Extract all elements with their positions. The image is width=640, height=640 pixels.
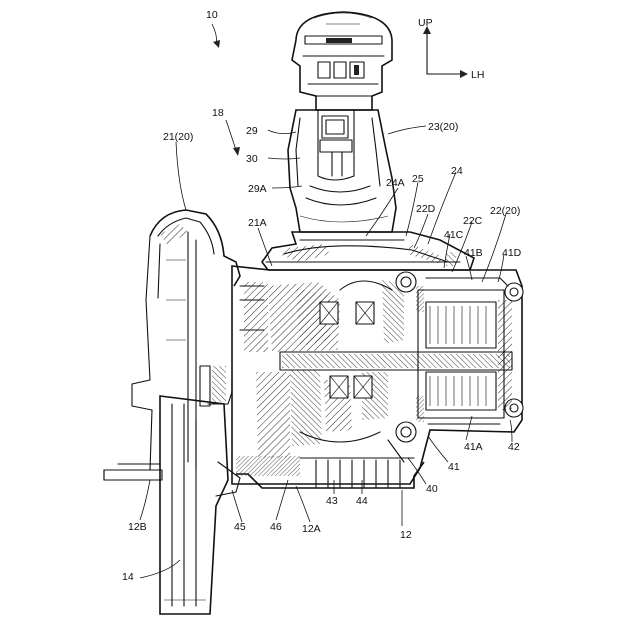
handle-grip	[288, 110, 396, 232]
label-24a: 24A	[386, 177, 405, 189]
label-21-20: 21(20)	[163, 131, 193, 143]
label-18: 18	[212, 107, 224, 119]
upper-housing	[262, 232, 474, 270]
label-12: 12	[400, 529, 412, 541]
label-42: 42	[508, 441, 520, 453]
motor-assembly	[416, 278, 512, 424]
label-23-20: 23(20)	[428, 121, 458, 133]
label-41d: 41D	[502, 247, 522, 259]
label-12b: 12B	[128, 521, 147, 533]
label-46: 46	[270, 521, 282, 533]
label-22-20: 22(20)	[490, 205, 520, 217]
direction-indicator	[423, 26, 468, 78]
label-14: 14	[122, 571, 134, 583]
label-30: 30	[246, 153, 258, 165]
saw-blade	[160, 366, 240, 614]
label-41a: 41A	[464, 441, 483, 453]
label-24: 24	[451, 165, 463, 177]
label-44: 44	[356, 495, 368, 507]
label-43: 43	[326, 495, 338, 507]
label-22c: 22C	[463, 215, 483, 227]
label-12a: 12A	[302, 523, 321, 535]
label-41b: 41B	[464, 247, 483, 259]
blade-cover	[132, 210, 240, 470]
label-41c: 41C	[444, 229, 464, 241]
label-41: 41	[448, 461, 460, 473]
label-22d: 22D	[416, 203, 436, 215]
label-21a: 21A	[248, 217, 267, 229]
battery-housing	[292, 12, 392, 110]
label-29a: 29A	[248, 183, 267, 195]
label-29: 29	[246, 125, 258, 137]
label-lh: LH	[471, 69, 484, 81]
label-25: 25	[412, 173, 424, 185]
label-40: 40	[426, 483, 438, 495]
label-up: UP	[418, 17, 433, 29]
label-figure-10: 10	[206, 9, 218, 21]
label-45: 45	[234, 521, 246, 533]
